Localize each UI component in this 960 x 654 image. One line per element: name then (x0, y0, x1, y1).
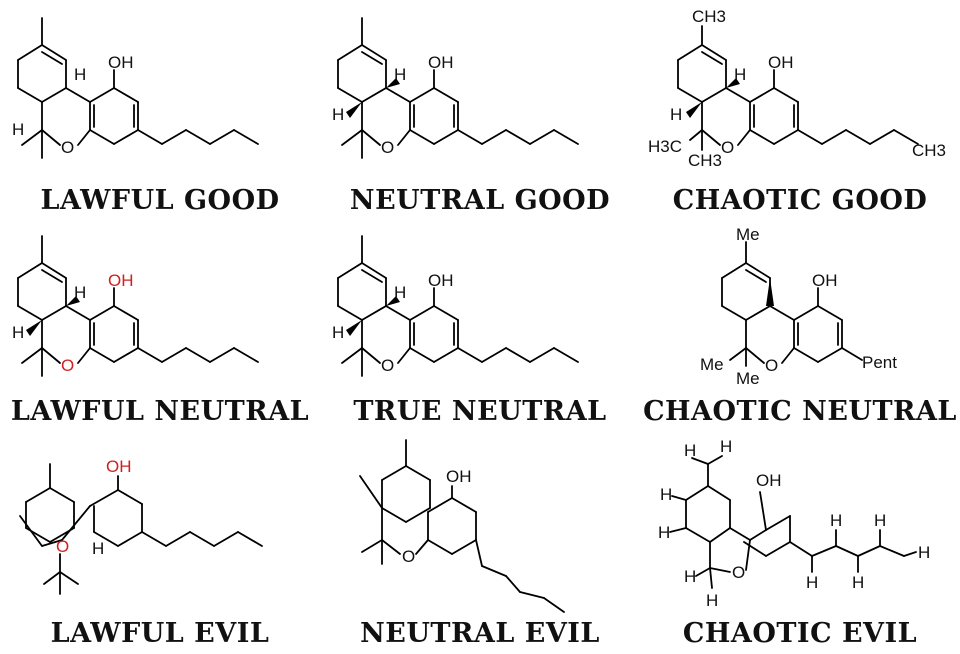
label-pent: Pent (862, 353, 897, 372)
molecule-true-neutral: OH H H O (332, 235, 579, 377)
label-h: H (74, 283, 86, 302)
caption-neutral-good: NEUTRAL GOOD (349, 185, 611, 216)
label-h: H (660, 485, 672, 504)
label-me: Me (736, 369, 760, 388)
label-oh: OH (446, 467, 472, 486)
label-h: H (734, 65, 746, 84)
label-me: Me (736, 225, 760, 244)
label-h: H (670, 105, 682, 124)
caption-lawful-neutral: LAWFUL NEUTRAL (10, 396, 310, 427)
label-o: O (721, 138, 734, 157)
label-h: H (706, 591, 718, 610)
label-o: O (381, 356, 394, 375)
cell-lawful-neutral: OH H H O LAWFUL NEUTRAL (0, 218, 320, 436)
caption-chaotic-evil: CHAOTIC EVIL (682, 618, 918, 649)
label-h: H (918, 543, 930, 562)
molecule-neutral-good: OH H H O (332, 17, 579, 159)
label-h: H (720, 437, 732, 456)
label-ch3: CH3 (688, 151, 722, 170)
caption-lawful-good: LAWFUL GOOD (40, 185, 280, 216)
label-oh: OH (768, 53, 794, 72)
label-h: H (658, 523, 670, 542)
label-o: O (402, 547, 415, 566)
label-h: H (874, 511, 886, 530)
label-oh-highlighted: OH (108, 271, 134, 290)
cell-lawful-evil: OH O H LAWFUL EVIL (0, 436, 320, 654)
label-h: H (830, 511, 842, 530)
label-oh: OH (812, 271, 838, 290)
cell-neutral-evil: OH O NEUTRAL EVIL (320, 436, 640, 654)
label-h: H (684, 567, 696, 586)
label-h: H (852, 573, 864, 592)
label-oh: OH (428, 271, 454, 290)
label-oh: OH (108, 53, 134, 72)
label-me: Me (700, 355, 724, 374)
label-h: H (74, 65, 86, 84)
label-o: O (381, 138, 394, 157)
label-ch3: CH3 (912, 141, 946, 160)
label-h: H (394, 283, 406, 302)
molecule-chaotic-evil: OH O H H H H H H H H H H H (658, 437, 930, 610)
molecule-lawful-evil: OH O H (19, 457, 263, 595)
molecule-chaotic-good: CH3 OH H H O H3C CH3 CH3 (648, 7, 946, 170)
caption-lawful-evil: LAWFUL EVIL (50, 618, 270, 649)
cell-true-neutral: OH H H O TRUE NEUTRAL (320, 218, 640, 436)
label-h: H (92, 539, 104, 558)
label-h: H (394, 65, 406, 84)
label-oh: OH (756, 471, 782, 490)
caption-chaotic-neutral: CHAOTIC NEUTRAL (643, 396, 957, 427)
molecule-lawful-good: OH H H O (12, 17, 259, 159)
label-o: O (732, 563, 745, 582)
label-o: O (61, 138, 74, 157)
caption-chaotic-good: CHAOTIC GOOD (672, 185, 928, 216)
caption-neutral-evil: NEUTRAL EVIL (360, 618, 600, 649)
label-o-highlighted: O (61, 356, 74, 375)
label-h: H (12, 323, 24, 342)
caption-true-neutral: TRUE NEUTRAL (353, 396, 607, 427)
label-h: H (12, 120, 24, 139)
cell-chaotic-neutral: Me OH O Me Me Pent CHAOTIC NEUTRAL (640, 218, 960, 436)
molecule-chaotic-neutral: Me OH O Me Me Pent (700, 225, 897, 388)
molecule-lawful-neutral: OH H H O (12, 235, 259, 377)
label-h3c: H3C (648, 137, 682, 156)
label-h: H (806, 573, 818, 592)
molecule-neutral-evil: OH O (359, 439, 565, 613)
label-h: H (332, 105, 344, 124)
cell-lawful-good: OH H H O LAWFUL GOOD (0, 0, 320, 218)
label-h: H (332, 323, 344, 342)
label-ch3: CH3 (692, 7, 726, 26)
cell-chaotic-good: CH3 OH H H O H3C CH3 CH3 CHAOTIC GOOD (640, 0, 960, 218)
label-o: O (765, 356, 778, 375)
cell-chaotic-evil: OH O H H H H H H H H H H H CHAOTIC EVIL (640, 436, 960, 654)
cell-neutral-good: OH H H O NEUTRAL GOOD (320, 0, 640, 218)
label-oh-highlighted: OH (106, 457, 132, 476)
label-h: H (684, 441, 696, 460)
label-o-highlighted: O (56, 537, 69, 556)
label-oh: OH (428, 53, 454, 72)
